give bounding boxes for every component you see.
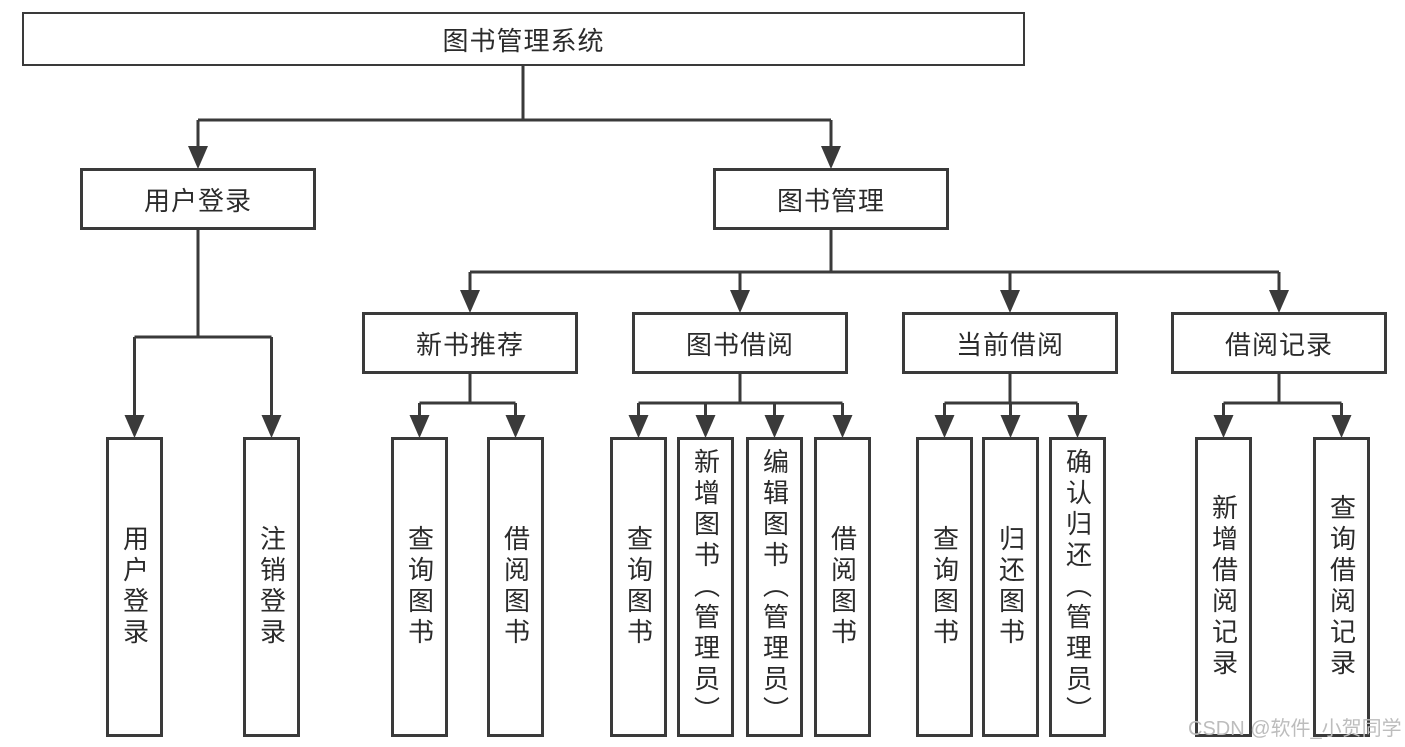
leaf-label: 新增借阅记录 <box>1208 494 1239 680</box>
leaf-label: 查询图书 <box>623 525 654 649</box>
node-book-borrowing: 图书借阅 <box>632 312 848 374</box>
node-current-borrowing: 当前借阅 <box>902 312 1118 374</box>
leaf-borrow-edit-books-admin: 编辑图书（管理员） <box>746 437 803 737</box>
leaf-current-confirm-return-admin: 确认归还（管理员） <box>1049 437 1106 737</box>
connector-login-fan <box>133 230 273 421</box>
leaf-current-return-books: 归还图书 <box>982 437 1039 737</box>
node-user-login: 用户登录 <box>80 168 316 230</box>
connector-records-fan <box>1222 374 1343 421</box>
node-label: 借阅记录 <box>1224 329 1333 360</box>
leaf-records-query-borrow-record: 查询借阅记录 <box>1313 437 1370 737</box>
node-label: 图书管理系统 <box>442 25 605 56</box>
node-library-management-system: 图书管理系统 <box>22 12 1025 66</box>
node-label: 图书借阅 <box>685 329 794 360</box>
leaf-borrow-query-books: 查询图书 <box>610 437 667 737</box>
leaf-user-login: 用户登录 <box>106 437 163 737</box>
leaf-label: 查询图书 <box>404 525 435 649</box>
leaf-label: 用户登录 <box>119 525 150 649</box>
connector-root-fan <box>196 64 833 152</box>
leaf-label: 确认归还（管理员） <box>1062 447 1093 727</box>
node-borrowing-records: 借阅记录 <box>1171 312 1387 374</box>
leaf-current-query-books: 查询图书 <box>916 437 973 737</box>
node-label: 当前借阅 <box>955 329 1064 360</box>
leaf-label: 查询借阅记录 <box>1326 494 1357 680</box>
leaf-label: 归还图书 <box>995 525 1026 649</box>
connector-borrow-fan <box>637 374 844 421</box>
leaf-borrow-borrow-books: 借阅图书 <box>814 437 871 737</box>
csdn-watermark: CSDN @软件_小贺同学 <box>1188 718 1402 740</box>
leaf-label: 查询图书 <box>929 525 960 649</box>
leaf-label: 注销登录 <box>256 525 287 649</box>
connector-recommend-fan <box>418 374 517 421</box>
connector-manage-fan <box>468 230 1281 296</box>
leaf-label: 编辑图书（管理员） <box>759 447 790 727</box>
node-book-management: 图书管理 <box>713 168 949 230</box>
leaf-recommend-borrow-books: 借阅图书 <box>487 437 544 737</box>
leaf-records-add-borrow-record: 新增借阅记录 <box>1195 437 1252 737</box>
leaf-logout-login: 注销登录 <box>243 437 300 737</box>
leaf-label: 新增图书（管理员） <box>690 447 721 727</box>
node-new-book-recommend: 新书推荐 <box>362 312 578 374</box>
leaf-label: 借阅图书 <box>500 525 531 649</box>
arrowheads <box>124 146 1352 438</box>
leaf-borrow-add-books-admin: 新增图书（管理员） <box>677 437 734 737</box>
node-label: 用户登录 <box>143 185 252 216</box>
leaf-label: 借阅图书 <box>827 525 858 649</box>
leaf-recommend-query-books: 查询图书 <box>391 437 448 737</box>
node-label: 新书推荐 <box>415 329 524 360</box>
node-label: 图书管理 <box>776 185 885 216</box>
connector-current-fan <box>943 374 1079 421</box>
